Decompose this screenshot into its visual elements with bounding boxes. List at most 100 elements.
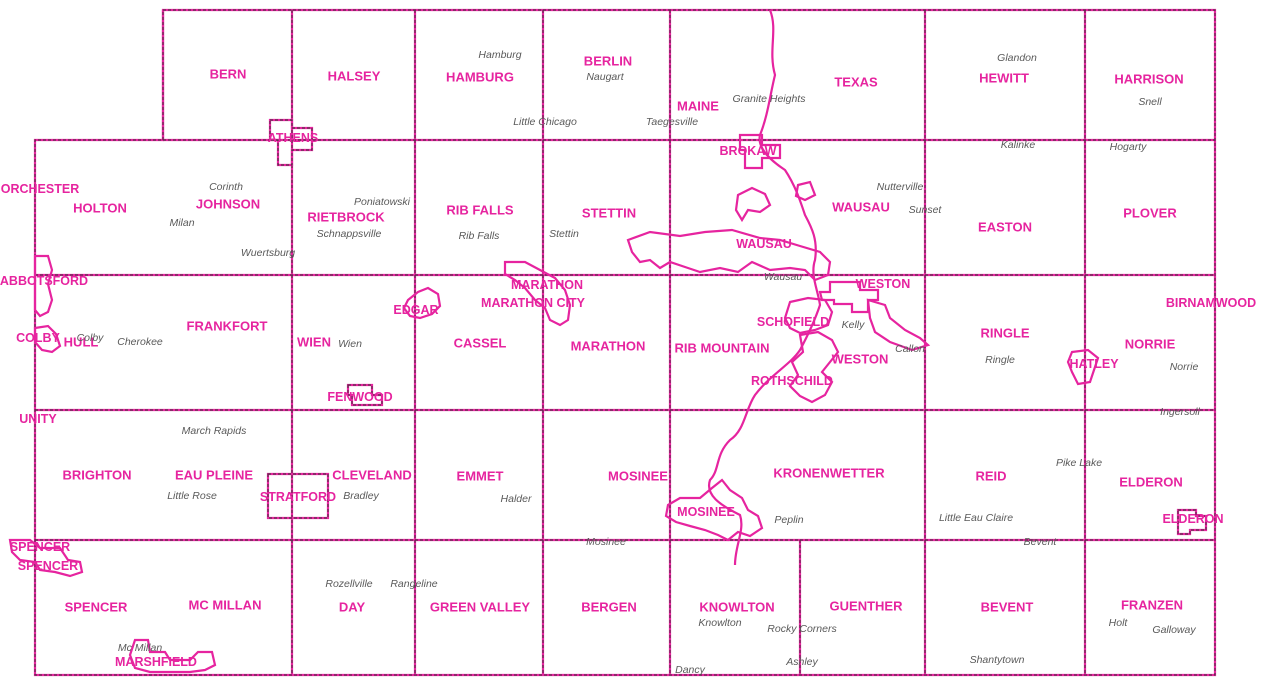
town-label: BEVENT bbox=[980, 599, 1034, 615]
place-label: Snell bbox=[1138, 95, 1162, 108]
town-label: MC MILLAN bbox=[188, 597, 262, 613]
place-label: Rocky Corners bbox=[767, 622, 837, 635]
city-label: ELDERON bbox=[1162, 511, 1224, 526]
town-label: DAY bbox=[338, 599, 366, 615]
place-label: Colby bbox=[76, 331, 104, 344]
place-label: Milan bbox=[169, 216, 195, 229]
place-label: Ingersoll bbox=[1160, 405, 1200, 418]
town-label: HAMBURG bbox=[446, 69, 514, 85]
town-label: TEXAS bbox=[834, 74, 878, 90]
place-label: Glandon bbox=[997, 51, 1037, 64]
city-label: WESTON bbox=[855, 276, 911, 291]
place-label: Granite Heights bbox=[732, 92, 806, 105]
place-label: Wien bbox=[338, 337, 362, 350]
city-label: ORCHESTER bbox=[0, 181, 80, 196]
town-label: FRANZEN bbox=[1120, 597, 1184, 613]
town-label: HARRISON bbox=[1114, 71, 1184, 87]
city-label: SPENCER bbox=[17, 558, 79, 573]
city-label: UNITY bbox=[19, 411, 57, 426]
place-label: Taegesville bbox=[645, 115, 699, 128]
city-label: SCHOFIELD bbox=[756, 314, 830, 329]
place-label: Little Chicago bbox=[513, 115, 577, 128]
town-label: RIB MOUNTAIN bbox=[674, 340, 770, 356]
town-label: KNOWLTON bbox=[699, 599, 775, 615]
place-label: Dancy bbox=[675, 663, 705, 676]
town-label: WIEN bbox=[297, 334, 331, 350]
city-label: HATLEY bbox=[1069, 356, 1119, 371]
town-label: ELDERON bbox=[1119, 474, 1183, 490]
town-label: MARATHON bbox=[570, 338, 646, 354]
city-label: ATHENS bbox=[267, 130, 319, 145]
city-label: STRATFORD bbox=[259, 489, 337, 504]
town-label: GREEN VALLEY bbox=[429, 599, 531, 615]
town-label: HALSEY bbox=[327, 68, 381, 84]
town-label: HULL bbox=[63, 334, 99, 350]
place-label: Halder bbox=[500, 492, 532, 505]
place-label: Little Eau Claire bbox=[938, 511, 1014, 524]
place-label: Pike Lake bbox=[1055, 456, 1103, 469]
town-label: BRIGHTON bbox=[62, 467, 132, 483]
city-label: MARSHFIELD bbox=[115, 654, 197, 669]
town-label: PLOVER bbox=[1123, 205, 1177, 221]
place-label: Norrie bbox=[1169, 360, 1199, 373]
place-label: Schnappsville bbox=[316, 227, 382, 240]
town-label: RINGLE bbox=[980, 325, 1030, 341]
town-label: RIETBROCK bbox=[307, 209, 385, 225]
place-label: Stettin bbox=[549, 227, 579, 240]
city-label: FENWOOD bbox=[327, 389, 393, 404]
place-label: Bevent bbox=[1023, 535, 1057, 548]
city-label: BIRNAMWOOD bbox=[1165, 295, 1257, 310]
place-label: Rib Falls bbox=[458, 229, 500, 242]
town-label: CASSEL bbox=[453, 335, 507, 351]
town-label: EASTON bbox=[978, 219, 1032, 235]
place-label: Little Rose bbox=[167, 489, 217, 502]
town-label: NORRIE bbox=[1124, 336, 1176, 352]
town-label: GUENTHER bbox=[829, 598, 903, 614]
place-label: Cherokee bbox=[117, 335, 163, 348]
place-label: Kalinke bbox=[1000, 138, 1036, 151]
place-label: Wausau bbox=[763, 270, 803, 283]
town-label: REID bbox=[975, 468, 1007, 484]
town-label: HOLTON bbox=[73, 200, 127, 216]
township-grid bbox=[33, 8, 1217, 677]
town-label: WESTON bbox=[831, 351, 889, 367]
city-boundaries bbox=[8, 118, 1208, 674]
place-label: Mosinee bbox=[586, 535, 626, 548]
city-label: WAUSAU bbox=[736, 236, 792, 251]
town-label: KRONENWETTER bbox=[773, 465, 885, 481]
place-label: Poniatowski bbox=[353, 195, 411, 208]
city-label: MARATHON bbox=[511, 277, 583, 292]
place-label: March Rapids bbox=[181, 424, 247, 437]
place-label: Knowlton bbox=[698, 616, 742, 629]
town-label: SPENCER bbox=[64, 599, 128, 615]
place-label: Holt bbox=[1108, 616, 1128, 629]
town-label: FRANKFORT bbox=[186, 318, 268, 334]
town-label: HEWITT bbox=[979, 70, 1029, 86]
city-label: MARATHON CITY bbox=[481, 295, 585, 310]
town-label: WAUSAU bbox=[832, 199, 890, 215]
city-label: EDGAR bbox=[393, 302, 439, 317]
place-label: Callon bbox=[895, 342, 925, 355]
place-label: Galloway bbox=[1152, 623, 1196, 636]
town-label: CLEVELAND bbox=[332, 467, 412, 483]
place-label: Rozellville bbox=[325, 577, 373, 590]
place-label: Wuertsburg bbox=[240, 246, 296, 259]
town-label: RIB FALLS bbox=[446, 202, 514, 218]
place-label: Corinth bbox=[209, 180, 243, 193]
place-label: Shantytown bbox=[969, 653, 1025, 666]
town-label: MOSINEE bbox=[608, 468, 668, 484]
place-label: Hamburg bbox=[478, 48, 522, 61]
city-boundaries-dash bbox=[267, 119, 1207, 535]
place-label: Kelly bbox=[841, 318, 865, 331]
place-label: Ashley bbox=[786, 655, 818, 668]
town-label: MAINE bbox=[677, 98, 719, 114]
place-label: Peplin bbox=[774, 513, 804, 526]
city-label: ROTHSCHILD bbox=[751, 373, 833, 388]
city-label: BROKAW bbox=[719, 143, 777, 158]
city-label: MOSINEE bbox=[677, 504, 735, 519]
place-label: Nutterville bbox=[876, 180, 924, 193]
town-label: JOHNSON bbox=[195, 196, 261, 212]
place-label: Naugart bbox=[586, 70, 624, 83]
